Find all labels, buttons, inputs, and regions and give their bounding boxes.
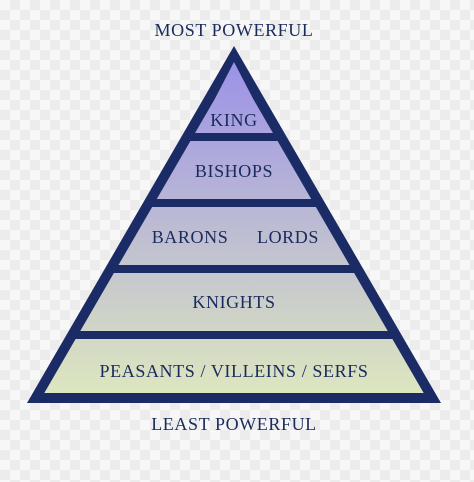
tier-label-3-1: BARONS <box>152 227 229 247</box>
tier-band-2 <box>156 141 312 199</box>
tier-band-1 <box>195 99 273 133</box>
most-powerful-caption: MOST POWERFUL <box>155 20 314 40</box>
tier-label-4-1: KNIGHTS <box>192 292 275 312</box>
pyramid <box>27 46 441 403</box>
tier-label-3-2: LORDS <box>257 227 319 247</box>
pyramid-apex-fill <box>214 62 254 99</box>
tier-bands <box>44 62 424 393</box>
tier-labels: KING BISHOPS BARONS LORDS KNIGHTS PEASANTS / … <box>100 110 369 381</box>
least-powerful-caption: LEAST POWERFUL <box>151 414 317 434</box>
tier-band-3 <box>118 207 350 265</box>
tier-band-4 <box>80 273 388 331</box>
tier-label-1-1: KING <box>210 110 257 130</box>
tier-band-5 <box>44 339 424 393</box>
tier-label-5-1: PEASANTS / VILLEINS / SERFS <box>100 361 369 381</box>
tier-label-2-1: BISHOPS <box>195 161 273 181</box>
